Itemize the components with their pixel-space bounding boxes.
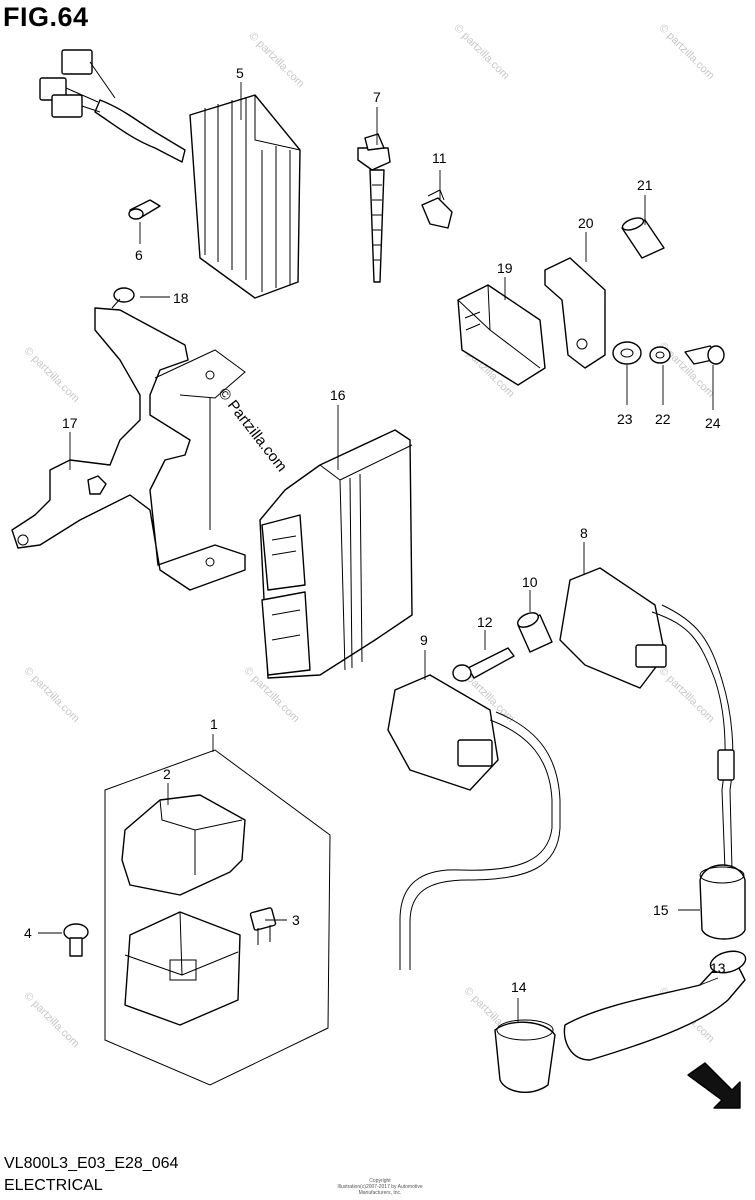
callout-2: 2 <box>163 766 171 782</box>
callout-19: 19 <box>497 260 513 276</box>
callout-14: 14 <box>511 979 527 995</box>
bracket-20 <box>544 257 606 369</box>
section-name: ELECTRICAL <box>4 1177 103 1194</box>
callout-16: 16 <box>330 387 346 403</box>
washer-22 <box>649 346 671 364</box>
fwd-arrow-icon: FWD <box>687 1062 741 1109</box>
callout-4: 4 <box>24 925 32 941</box>
kit-box-1 <box>104 749 331 1086</box>
ecm-bracket-17 <box>11 307 246 591</box>
callout-7: 7 <box>373 89 381 105</box>
copyright-line: Illustration(c)2007-2017 by Automotive M… <box>337 1184 423 1196</box>
relay-19 <box>457 284 546 386</box>
plug-cap-13 <box>563 950 747 1061</box>
spacer-21 <box>621 217 665 259</box>
seal-14 <box>494 1019 556 1093</box>
callout-3: 3 <box>292 912 300 928</box>
callout-18: 18 <box>173 290 189 306</box>
callout-13: 13 <box>710 960 726 976</box>
screw-4 <box>63 923 89 957</box>
bolt-24 <box>684 345 725 365</box>
callout-1: 1 <box>210 716 218 732</box>
relay-base <box>124 911 241 1026</box>
leader-lines <box>38 82 719 1022</box>
cushion-23 <box>612 341 642 365</box>
callout-12: 12 <box>477 614 493 630</box>
fuse-3 <box>249 907 277 945</box>
ignition-coil-9 <box>387 674 561 970</box>
callout-23: 23 <box>617 411 633 427</box>
callout-15: 15 <box>653 902 669 918</box>
diagram-code: VL800L3_E03_E28_064 <box>4 1155 179 1172</box>
figure-title: FIG.64 <box>3 2 89 32</box>
copyright-note: Copyright Illustration(c)2007-2017 by Au… <box>325 1178 435 1196</box>
callout-20: 20 <box>578 215 594 231</box>
relay-cover-2 <box>121 794 246 896</box>
callout-8: 8 <box>580 525 588 541</box>
ecm-16 <box>259 429 413 679</box>
callout-numbers: 1 2 3 4 5 6 7 8 9 10 11 12 13 14 15 16 1… <box>24 65 726 995</box>
callout-24: 24 <box>705 415 721 431</box>
callout-6: 6 <box>135 247 143 263</box>
collar-10 <box>517 612 553 653</box>
callout-17: 17 <box>62 415 78 431</box>
regulator-rectifier <box>39 49 301 299</box>
callout-21: 21 <box>637 177 653 193</box>
ignition-coil-8 <box>559 567 735 871</box>
callout-22: 22 <box>655 411 671 427</box>
cable-tie <box>357 133 391 283</box>
copyright-line: Copyright <box>369 1178 391 1184</box>
callout-11: 11 <box>432 150 447 166</box>
callout-10: 10 <box>522 574 538 590</box>
callout-5: 5 <box>236 65 244 81</box>
bolt-6 <box>128 199 161 220</box>
bolt-12 <box>452 647 515 682</box>
cap-15 <box>699 864 746 940</box>
screw-18 <box>111 287 135 309</box>
callout-9: 9 <box>420 632 428 648</box>
clip <box>421 189 453 229</box>
